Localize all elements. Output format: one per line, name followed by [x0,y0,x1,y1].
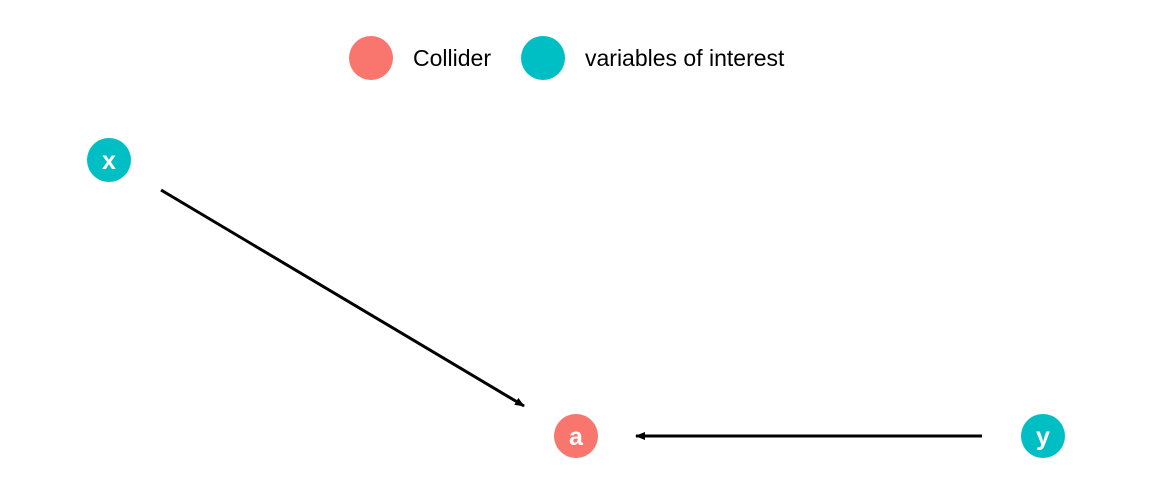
legend-label-variables-of-interest: variables of interest [585,45,785,71]
node-x-circle [87,138,131,182]
legend-swatch-collider [349,36,393,80]
node-y-label: y [1036,423,1050,451]
node-y-circle [1021,414,1065,458]
edge-x-to-a [160,188,525,408]
legend-label-collider: Collider [413,45,491,71]
node-a-circle [554,414,598,458]
legend: Collider variables of interest [349,36,785,80]
edges [160,188,982,440]
node-y: y [1021,414,1065,458]
node-x: x [87,138,131,182]
node-a-label: a [569,423,584,451]
node-x-label: x [102,147,116,175]
legend-swatch-variables-of-interest [521,36,565,80]
node-a: a [554,414,598,458]
